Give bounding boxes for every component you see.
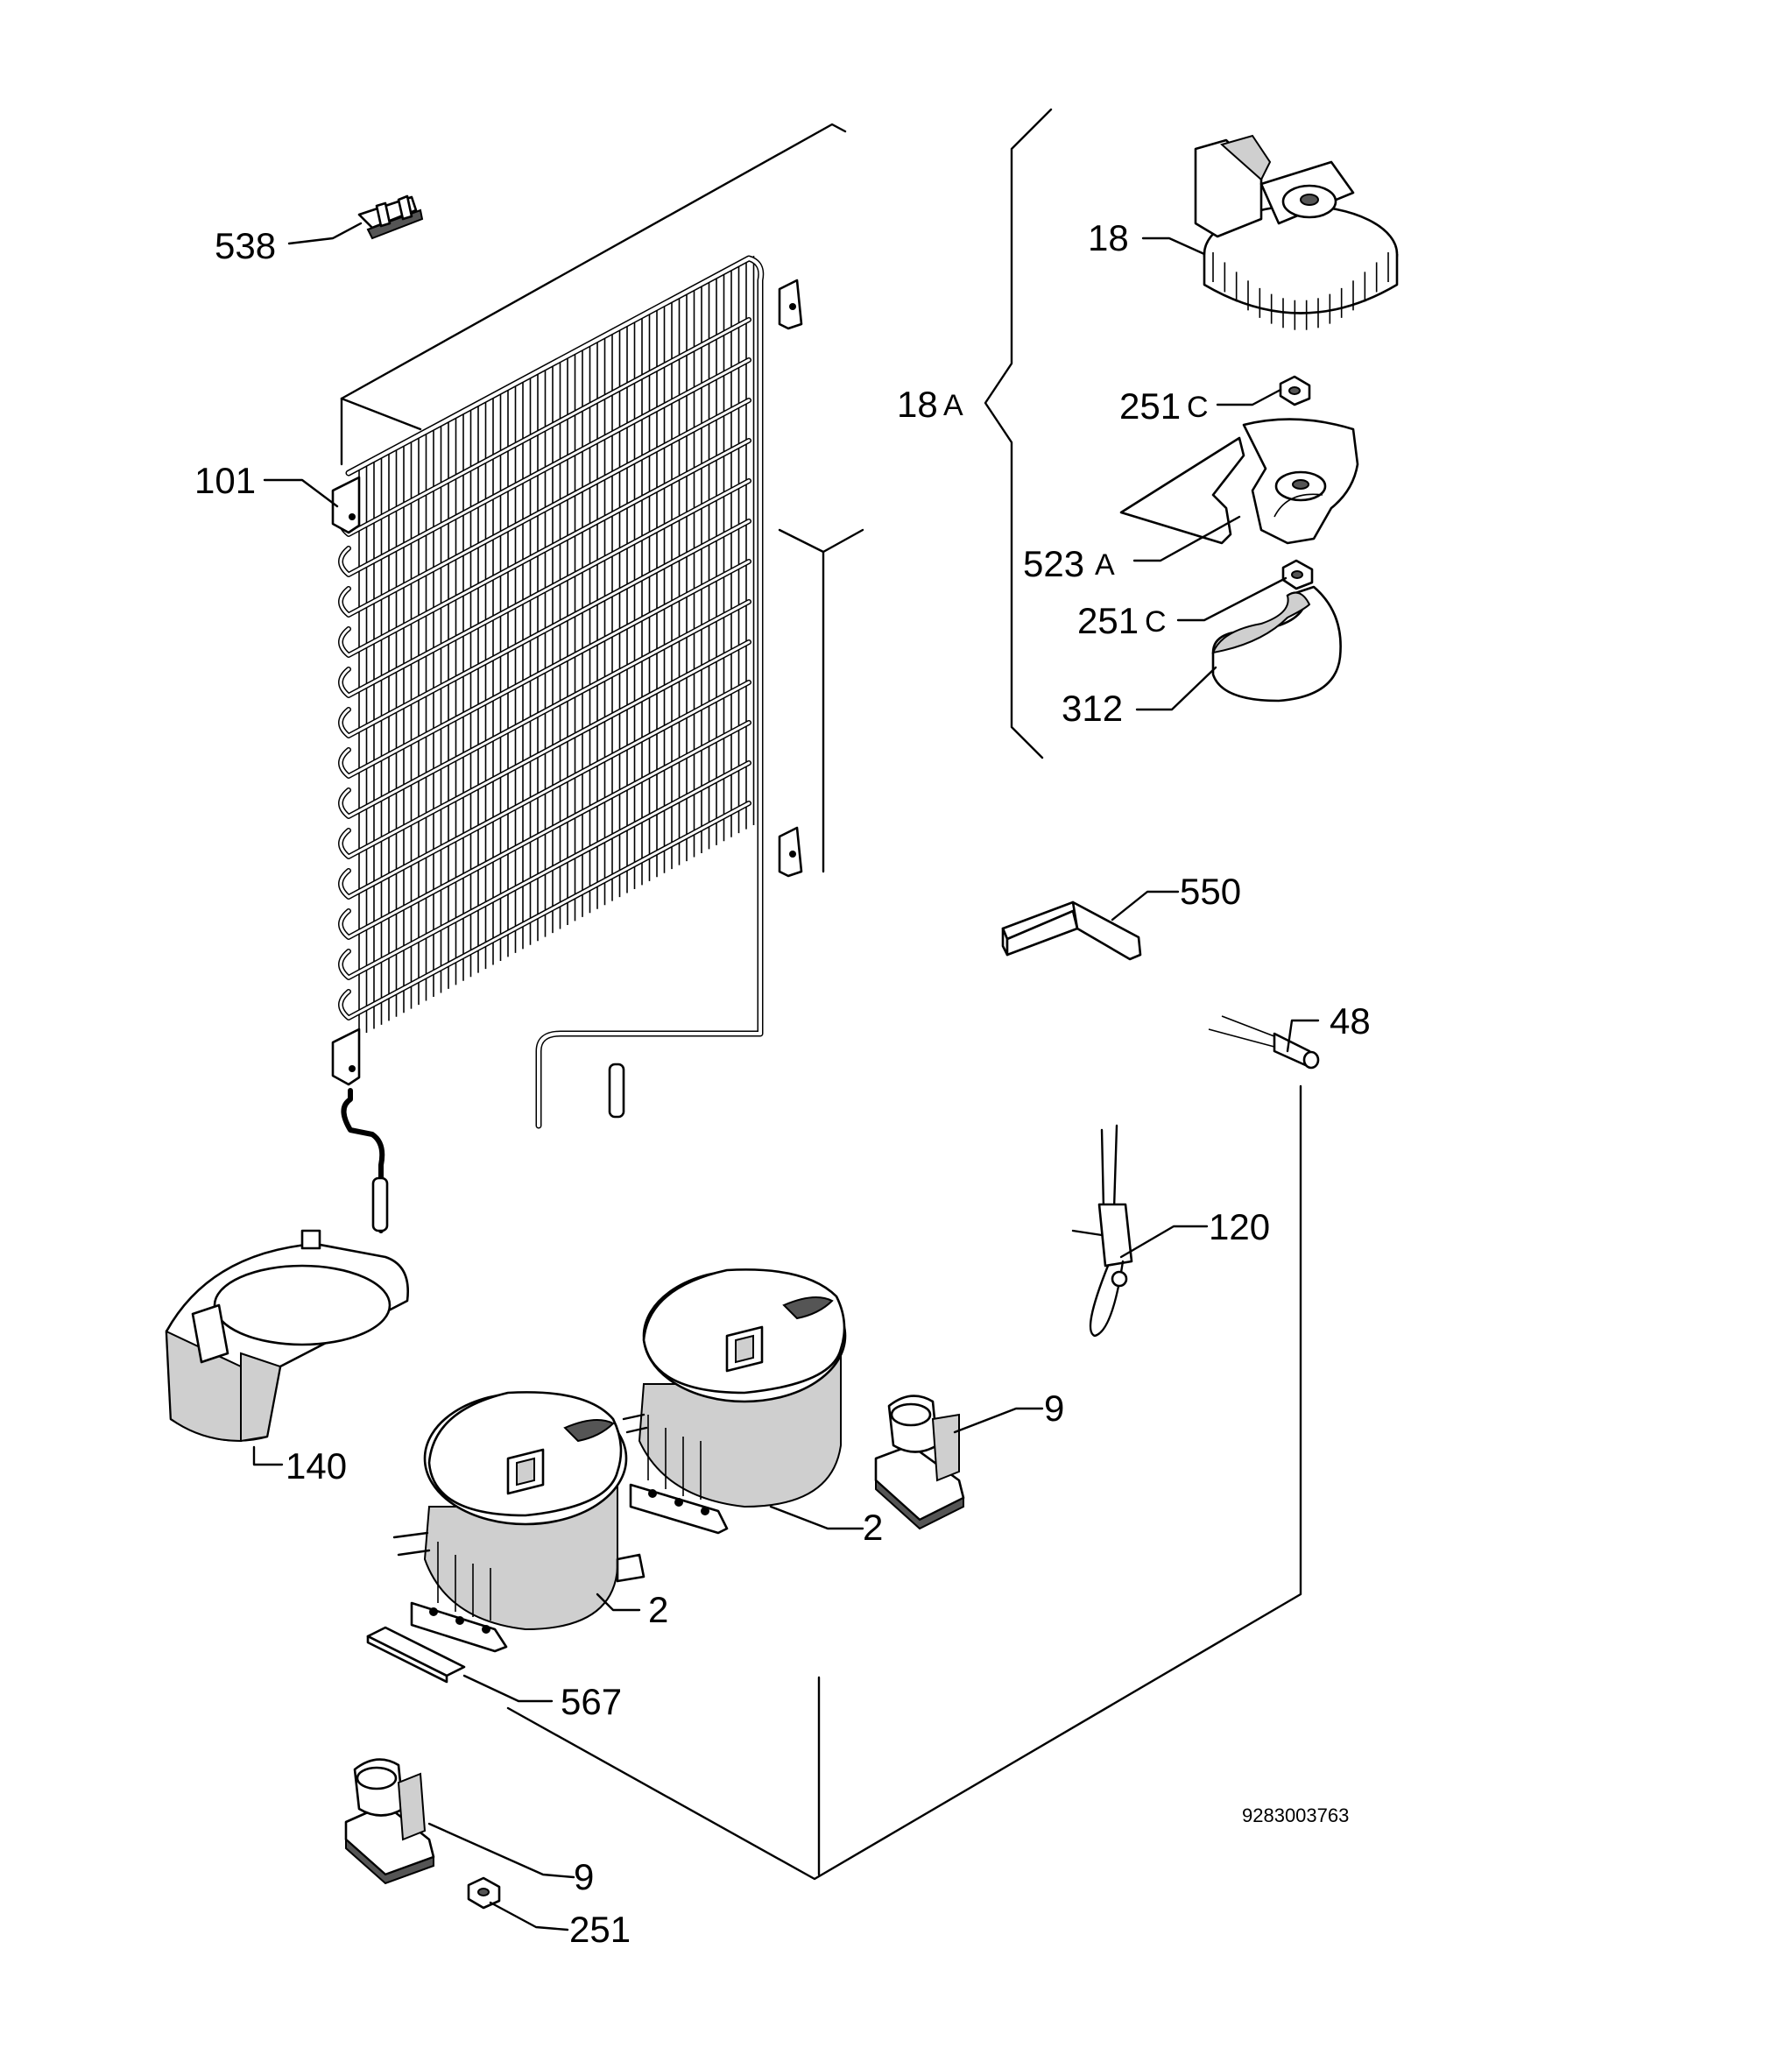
condenser-tube-loop-inner bbox=[339, 358, 751, 576]
condenser-tube-loop-inner bbox=[339, 681, 751, 899]
label-523a-suffix: A bbox=[1095, 548, 1115, 582]
label-18a-number: 18 bbox=[897, 384, 938, 425]
label-251c-lower-suffix: C bbox=[1145, 605, 1167, 639]
leader-lines bbox=[252, 222, 1320, 1931]
part-labels: 538 101 18 18 A 251 C 523 A 251 C 312 55… bbox=[194, 217, 1371, 1950]
condenser-tube-loop-inner bbox=[339, 640, 751, 858]
bracket-18a bbox=[984, 108, 1053, 759]
condenser-tube-loop-inner bbox=[339, 600, 751, 818]
label-523a-number: 523 bbox=[1023, 543, 1084, 584]
plate-567-part bbox=[366, 1626, 466, 1684]
label-9-lower: 9 bbox=[574, 1856, 594, 1897]
bracket-550-part bbox=[1001, 900, 1142, 961]
condenser-tube-loop-inner bbox=[339, 439, 751, 657]
label-2-lower: 2 bbox=[648, 1589, 668, 1630]
label-251: 251 bbox=[569, 1909, 631, 1950]
label-251c-upper-number: 251 bbox=[1119, 385, 1181, 427]
condenser-tube-loop-inner bbox=[339, 721, 751, 939]
condenser-tube-loop-inner bbox=[339, 479, 751, 697]
label-251c-lower-number: 251 bbox=[1077, 600, 1139, 641]
label-18: 18 bbox=[1088, 217, 1129, 258]
label-120: 120 bbox=[1209, 1206, 1270, 1247]
sensor-48-part bbox=[1208, 1015, 1320, 1070]
condenser-tube-loop-inner bbox=[339, 399, 751, 617]
drip-tray-140-part bbox=[165, 1229, 409, 1443]
label-251c-upper-suffix: C bbox=[1187, 391, 1209, 424]
clip-538-part bbox=[357, 194, 424, 240]
condenser-tube-loop-inner bbox=[339, 802, 751, 1020]
nut-251c-lower bbox=[1281, 559, 1314, 590]
cabinet-outline bbox=[340, 123, 1302, 1881]
label-18a-suffix: A bbox=[943, 389, 963, 422]
label-48: 48 bbox=[1330, 1000, 1371, 1042]
nut-251c-upper bbox=[1279, 375, 1311, 406]
label-2-upper: 2 bbox=[863, 1507, 883, 1548]
label-538: 538 bbox=[215, 225, 276, 266]
condenser-tube-loop-inner bbox=[339, 761, 751, 979]
cover-312-part bbox=[1211, 585, 1342, 703]
condenser-coil bbox=[331, 255, 803, 1233]
label-312: 312 bbox=[1062, 688, 1123, 729]
label-567: 567 bbox=[561, 1681, 622, 1722]
label-550: 550 bbox=[1180, 871, 1241, 912]
condenser-tube-loop-inner bbox=[339, 519, 751, 738]
nut-251-part bbox=[467, 1876, 501, 1910]
clamp-9-right-part bbox=[874, 1395, 965, 1530]
bracket-523a-part bbox=[1119, 418, 1359, 545]
compressor-upper-part bbox=[622, 1268, 847, 1535]
relay-120-part bbox=[1071, 1124, 1133, 1338]
condenser-tube-loop-inner bbox=[339, 560, 751, 778]
clamp-9-lower-part bbox=[344, 1758, 435, 1885]
fan-motor-part bbox=[1194, 134, 1399, 330]
compressor-lower-part bbox=[392, 1391, 646, 1653]
label-9-right: 9 bbox=[1044, 1388, 1064, 1429]
label-101: 101 bbox=[194, 460, 256, 501]
document-number: 9283003763 bbox=[1242, 1804, 1349, 1826]
label-140: 140 bbox=[286, 1445, 347, 1487]
